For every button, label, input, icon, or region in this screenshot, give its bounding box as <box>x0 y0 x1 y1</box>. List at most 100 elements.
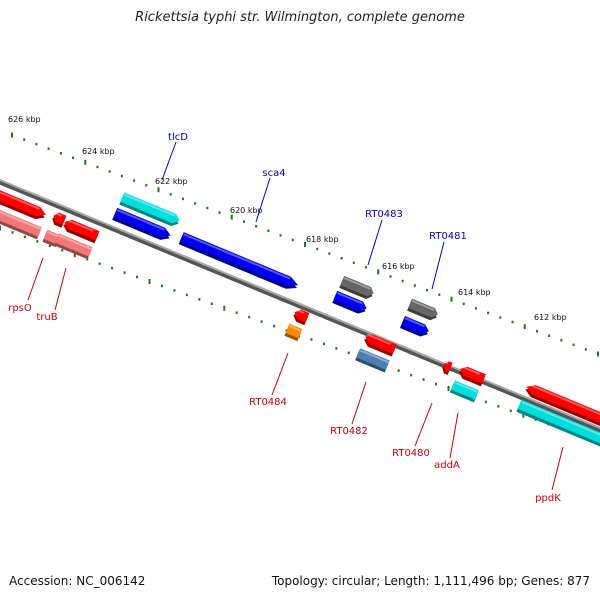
tlcD-gene-highlight <box>124 193 176 217</box>
sca4-gene-body <box>179 232 299 287</box>
RT0481-lower-gene <box>399 315 429 337</box>
RT0483-leader <box>367 219 383 266</box>
addA-lower-gene-highlight <box>454 381 479 394</box>
truB-leader <box>54 267 67 311</box>
gene-label-RT0484: RT0484 <box>249 397 287 408</box>
backbone-line <box>0 178 600 430</box>
scale-label: 618 kbp <box>306 235 339 244</box>
RT0482-gene-highlight <box>366 333 391 346</box>
tlcD-gene-body <box>120 192 180 224</box>
ppdK-lower-gene <box>516 399 600 448</box>
tlcD-lower-gene <box>112 207 171 240</box>
RT0482-gene-body <box>365 334 397 354</box>
scale-label: 616 kbp <box>382 262 415 271</box>
addA-lower-gene-body <box>451 380 479 400</box>
ppdK-gene-highlight <box>528 383 600 417</box>
truB-upper-gene <box>63 218 100 244</box>
RT0480-leader <box>414 402 433 447</box>
ppdK-leader <box>551 446 564 491</box>
scale-label: 612 kbp <box>534 313 567 322</box>
gene-features <box>0 188 600 448</box>
truB-gene-highlight <box>55 212 63 217</box>
RT0481-leader <box>431 241 445 290</box>
addA-gene-body <box>460 366 486 384</box>
RT0481-lower-gene-body <box>401 315 429 334</box>
RT0483-lower-gene-highlight <box>337 292 363 305</box>
rpsO-gene <box>0 188 46 220</box>
truB-upper-gene-highlight <box>66 218 94 232</box>
sca4-gene <box>178 232 299 289</box>
RT0484-lower-gene <box>284 323 303 342</box>
RT0483-gene-highlight <box>344 277 371 290</box>
RT0482-lower-gene-highlight <box>359 349 390 364</box>
rpsO-gene-highlight <box>0 189 40 210</box>
scale-labels: 626 kbp 624 kbp 622 kbp 620 kbp 618 kbp 616 k… <box>8 115 567 322</box>
ppdK-lower-gene-body <box>517 399 600 445</box>
ppdK-gene-body <box>526 385 600 426</box>
truB-lower-gene-body <box>55 233 93 257</box>
RT0480-gene-highlight <box>445 361 449 365</box>
gene-label-RT0483: RT0483 <box>365 209 403 220</box>
tlcD-lower-gene-highlight <box>117 209 165 231</box>
RT0482-lower-gene <box>355 348 390 373</box>
rpsO-lower-gene <box>0 207 42 240</box>
sca4-leader <box>255 177 271 223</box>
gene-label-addA: addA <box>434 460 460 471</box>
gene-label-sca4: sca4 <box>262 168 285 179</box>
RT0482-lower-gene-body <box>356 348 390 370</box>
map-title: Rickettsia typhi str. Wilmington, comple… <box>135 10 465 25</box>
gene-label-tlcD: tlcD <box>168 132 188 143</box>
RT0483-gene-body <box>340 275 374 297</box>
genome-summary-text: Topology: circular; Length: 1,111,496 bp… <box>271 574 590 588</box>
rpsO-lower-gene-highlight <box>0 208 42 231</box>
gene-label-RT0481: RT0481 <box>429 231 467 242</box>
gene-label-RT0480: RT0480 <box>392 448 430 459</box>
RT0484-lower-gene-highlight <box>289 324 303 332</box>
sca4-gene-highlight <box>183 233 291 280</box>
RT0483-lower-gene-body <box>333 290 367 311</box>
ppdK-gene <box>525 383 600 429</box>
RT0482-gene <box>364 333 397 357</box>
RT0483-lower-gene <box>332 290 367 314</box>
ppdK-lower-gene-highlight <box>521 400 600 438</box>
rpsO-gene-body <box>0 188 46 217</box>
truB-lower-gene-highlight <box>59 234 93 251</box>
RT0480-gene <box>442 361 453 375</box>
RT0482-leader <box>351 381 367 425</box>
genome-backbone <box>0 178 600 433</box>
scale-label: 614 kbp <box>458 288 491 297</box>
label-leaders <box>27 141 564 491</box>
RT0484-gene-body <box>294 309 310 323</box>
truB-gene <box>52 212 67 228</box>
addA-gene-highlight <box>461 365 481 375</box>
gene-label-RT0482: RT0482 <box>330 426 368 437</box>
truB-pink-small-body <box>43 229 61 245</box>
accession-text: Accession: NC_006142 <box>9 574 146 588</box>
scale-label: 620 kbp <box>230 206 263 215</box>
tlcD-lower-gene-body <box>113 207 171 238</box>
addA-gene <box>458 365 486 387</box>
scale-label: 622 kbp <box>155 177 188 186</box>
RT0481-gene-highlight <box>411 299 435 312</box>
RT0480-gene-body <box>443 361 453 373</box>
gene-label-truB: truB <box>36 312 57 323</box>
RT0481-lower-gene-highlight <box>404 317 425 328</box>
RT0481-gene <box>407 298 438 321</box>
scale-ticks <box>0 132 599 445</box>
gene-label-ppdK: ppdK <box>535 493 561 504</box>
scale-label: 626 kbp <box>8 115 41 124</box>
tlcD-gene <box>119 192 180 227</box>
RT0483-gene <box>339 275 374 300</box>
addA-leader <box>449 412 459 459</box>
RT0484-gene-highlight <box>296 308 305 314</box>
tlcD-leader <box>161 141 177 181</box>
backbone-shadow <box>0 179 600 433</box>
truB-pink-small-highlight <box>47 230 61 238</box>
gene-label-rpsO: rpsO <box>8 303 32 314</box>
rpsO-leader <box>27 257 44 301</box>
RT0484-gene <box>293 308 310 326</box>
truB-lower-gene <box>54 233 93 260</box>
scale-label: 624 kbp <box>82 147 115 156</box>
